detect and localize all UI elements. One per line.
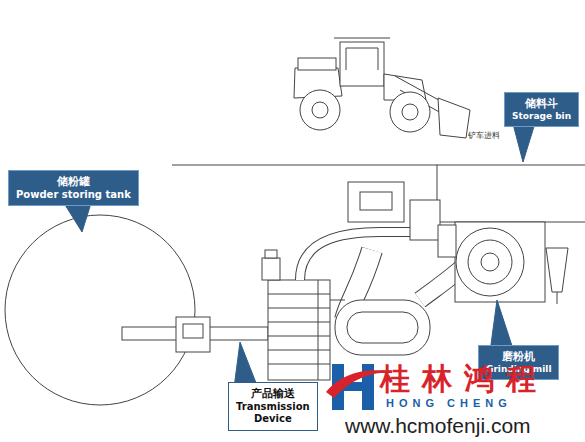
callout-subtitle: Powder storing tank xyxy=(16,189,131,202)
motor-box xyxy=(348,182,404,222)
tank-circle xyxy=(5,215,195,405)
brand-latin: HONG CHENG xyxy=(386,398,512,409)
storage-bin xyxy=(437,165,585,222)
callout-box: 产品输送Transmission Device xyxy=(228,382,318,431)
callout-title: 储粉罐 xyxy=(16,175,131,189)
conveyor-drive xyxy=(176,317,210,352)
annotation-text: 铲车进料 xyxy=(468,132,500,140)
brand-name: 桂林鸿程 xyxy=(380,364,548,394)
website-watermark: www.hcmofenji.com xyxy=(345,415,531,436)
callout-title: 产品输送 xyxy=(236,387,310,401)
callout-subtitle: Storage bin xyxy=(512,111,571,122)
callout-box: 储料斗Storage bin xyxy=(504,92,579,127)
loader xyxy=(294,38,470,138)
callout-box: 储粉罐Powder storing tank xyxy=(8,170,139,206)
callout-title: 磨粉机 xyxy=(486,350,551,364)
ground-line xyxy=(172,165,437,166)
callout-subtitle: Transmission Device xyxy=(236,401,310,426)
callout-title: 储料斗 xyxy=(512,97,571,111)
grinding-mill xyxy=(438,222,568,304)
